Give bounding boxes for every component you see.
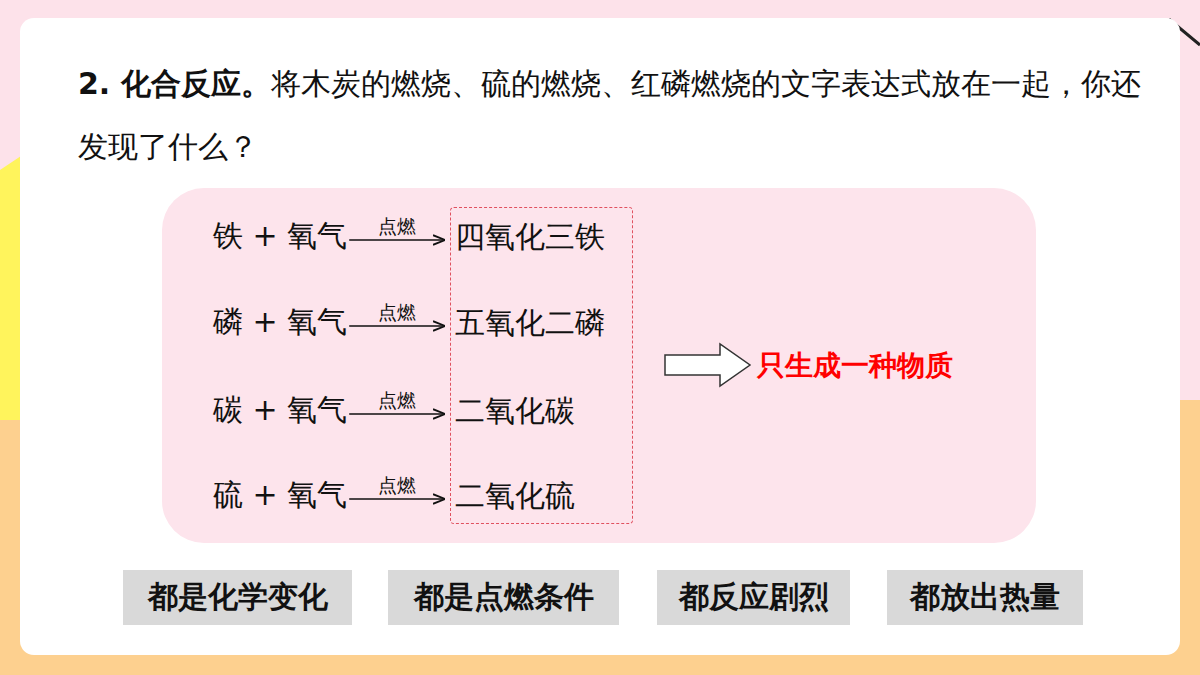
condition-label: 点燃 [378, 215, 416, 237]
reactants: 磷 + 氧气 [213, 304, 347, 340]
reaction-arrow [349, 239, 445, 241]
observation-box: 都是点燃条件 [388, 570, 619, 625]
product: 二氧化硫 [455, 478, 575, 514]
reactants: 硫 + 氧气 [213, 477, 347, 513]
slide-title: 2. 化合反应。将木炭的燃烧、硫的燃烧、红磷燃烧的文字表达式放在一起，你还发现了… [78, 52, 1148, 178]
observation-box: 都反应剧烈 [657, 570, 850, 625]
observation-text: 都反应剧烈 [679, 577, 829, 618]
condition-label: 点燃 [378, 389, 416, 411]
product: 二氧化碳 [455, 393, 575, 429]
observation-box: 都放出热量 [887, 570, 1083, 625]
equation-panel: 四氧化三铁五氧化二磷二氧化碳二氧化硫 铁 + 氧气磷 + 氧气碳 + 氧气硫 + … [162, 188, 1036, 543]
observation-text: 都是点燃条件 [414, 577, 594, 618]
observation-box: 都是化学变化 [123, 570, 352, 625]
title-heading: 2. 化合反应。 [78, 66, 271, 101]
observation-text: 都放出热量 [910, 577, 1060, 618]
product: 五氧化二磷 [455, 305, 605, 341]
reaction-arrow [349, 413, 445, 415]
reactants: 碳 + 氧气 [213, 392, 347, 428]
products-box: 四氧化三铁五氧化二磷二氧化碳二氧化硫 [450, 207, 633, 524]
condition-label: 点燃 [378, 301, 416, 323]
reaction-arrow [349, 325, 445, 327]
reaction-arrow [349, 498, 445, 500]
product: 四氧化三铁 [455, 219, 605, 255]
condition-label: 点燃 [378, 474, 416, 496]
reactants: 铁 + 氧气 [213, 218, 347, 254]
hollow-arrow [665, 344, 750, 386]
conclusion-text: 只生成一种物质 [757, 348, 953, 384]
observation-text: 都是化学变化 [148, 577, 328, 618]
